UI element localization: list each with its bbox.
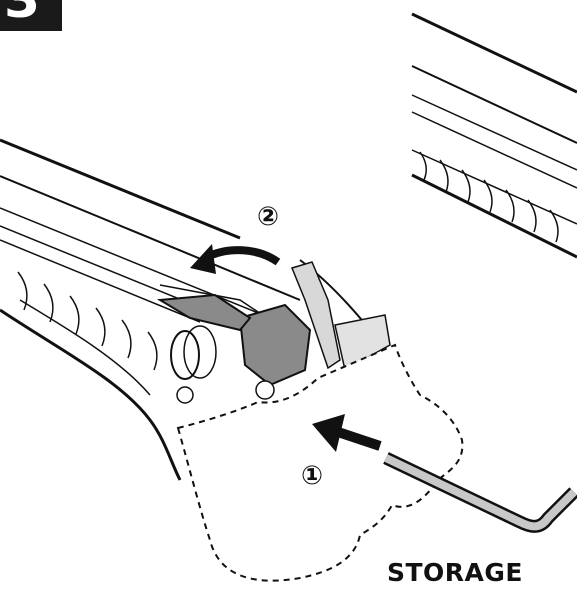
release-mechanism [156,261,391,404]
callout-1: ① [301,461,324,491]
step-number-badge: 3 [0,0,62,31]
rail-detail-view [411,12,577,259]
hex-key [383,452,577,533]
callout-2: ② [257,202,280,232]
rotate-arrow [190,244,281,274]
cutaway-outline [176,343,464,582]
storage-caption: STORAGE [387,558,524,587]
roller-brush [17,271,158,371]
push-arrow [312,414,382,452]
step-number: 3 [4,0,41,30]
